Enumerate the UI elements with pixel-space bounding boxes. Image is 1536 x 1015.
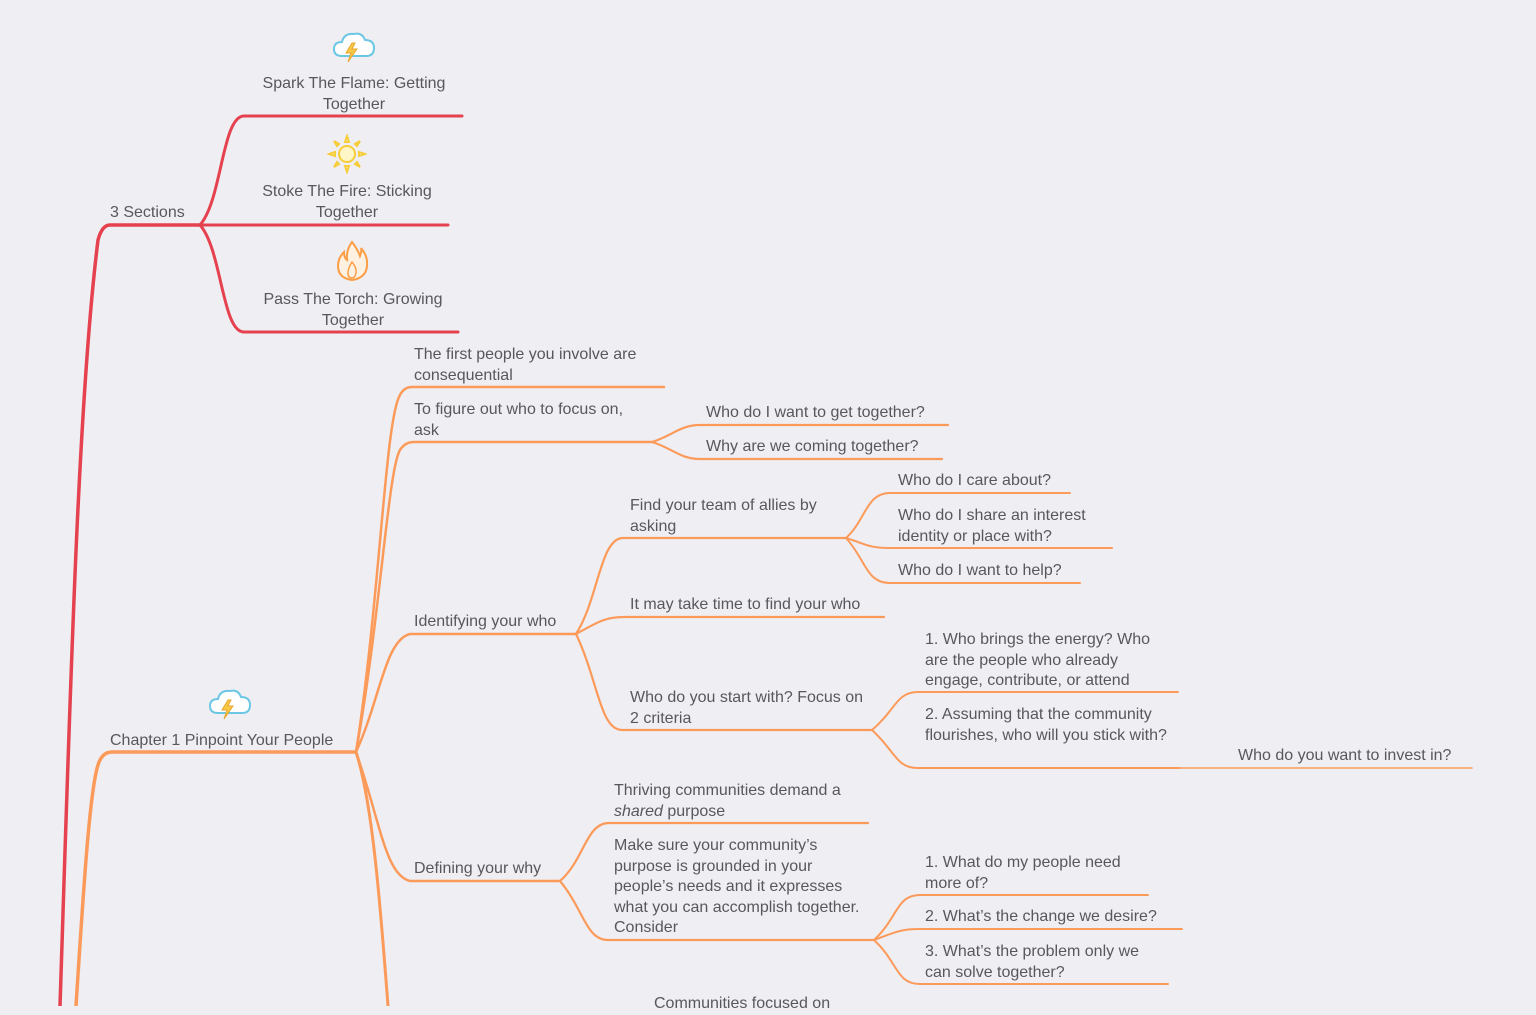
node-why-c2[interactable]: 2. What’s the change we desire? bbox=[925, 908, 1157, 925]
connector-allies-q2 bbox=[845, 537, 1113, 549]
node-start-c2[interactable]: 2. Assuming that the community flourishe… bbox=[925, 706, 1167, 744]
node-stoke-the-fire[interactable]: Stoke The Fire: Sticking Together bbox=[262, 183, 432, 221]
node-invest[interactable]: Who do you want to invest in? bbox=[1238, 747, 1452, 764]
connector-fo-q1 bbox=[650, 423, 950, 444]
thriving-text-a: Thriving communities demand a bbox=[614, 782, 841, 799]
connector-start-c1 bbox=[871, 691, 1179, 731]
node-identifying[interactable]: Identifying your who bbox=[414, 613, 557, 630]
sun-icon bbox=[327, 134, 367, 174]
connector-thriving bbox=[558, 821, 870, 883]
thriving-text-b: purpose bbox=[667, 802, 726, 820]
node-allies[interactable]: Find your team of allies by asking bbox=[630, 497, 817, 535]
node-fo-q2[interactable]: Why are we coming together? bbox=[706, 438, 919, 455]
node-bottom-partial[interactable]: Communities focused on bbox=[654, 995, 831, 1012]
node-why-c3[interactable]: 3. What’s the problem only we can solve … bbox=[925, 943, 1140, 981]
node-chapter-1[interactable]: Chapter 1 Pinpoint Your People bbox=[110, 732, 334, 749]
connector-why bbox=[354, 750, 562, 883]
connector-first-people bbox=[354, 385, 666, 754]
node-figure-out[interactable]: To figure out who to focus on, ask bbox=[414, 401, 624, 439]
connector-spark bbox=[198, 114, 464, 227]
connector-figure-out bbox=[354, 440, 654, 754]
node-make-sure[interactable]: Make sure your community’s purpose is gr… bbox=[614, 837, 860, 936]
connector-time bbox=[574, 615, 886, 636]
node-why[interactable]: Defining your why bbox=[414, 860, 542, 877]
node-start[interactable]: Who do you start with? Focus on 2 criter… bbox=[630, 689, 863, 727]
node-allies-q3[interactable]: Who do I want to help? bbox=[898, 562, 1062, 579]
connector-start-c2 bbox=[871, 729, 1181, 769]
node-allies-q1[interactable]: Who do I care about? bbox=[898, 472, 1051, 489]
node-start-c1[interactable]: 1. Who brings the energy? Who are the pe… bbox=[925, 631, 1151, 689]
node-allies-q2[interactable]: Who do I share an interest identity or p… bbox=[898, 507, 1086, 545]
connector-chapter1-down bbox=[354, 750, 390, 1006]
node-time[interactable]: It may take time to find your who bbox=[630, 596, 861, 613]
storm-cloud-icon bbox=[332, 32, 376, 63]
connector-make-sure bbox=[558, 879, 876, 942]
node-spark-the-flame[interactable]: Spark The Flame: Getting Together bbox=[262, 75, 446, 113]
connector-why-c1 bbox=[873, 894, 1149, 941]
node-first-people[interactable]: The first people you involve are consequ… bbox=[414, 346, 637, 384]
storm-cloud-icon bbox=[208, 689, 252, 720]
connector-root-chapter1 bbox=[74, 750, 358, 1006]
connector-allies-q1 bbox=[845, 492, 1071, 539]
connector-allies bbox=[574, 536, 848, 636]
connector-root-sections bbox=[58, 223, 202, 1006]
connector-identifying bbox=[354, 632, 578, 754]
node-thriving[interactable]: Thriving communities demand a shared pur… bbox=[614, 781, 870, 822]
connector-fo-q2 bbox=[650, 440, 944, 461]
node-fo-q1[interactable]: Who do I want to get together? bbox=[706, 404, 925, 421]
connector-why-c3 bbox=[873, 939, 1169, 985]
fire-icon bbox=[336, 240, 369, 282]
connector-start bbox=[574, 632, 874, 732]
connector-pass bbox=[198, 223, 460, 334]
node-pass-the-torch[interactable]: Pass The Torch: Growing Together bbox=[263, 291, 443, 329]
connector-allies-q3 bbox=[845, 537, 1081, 584]
thriving-text-em: shared bbox=[614, 802, 663, 820]
node-why-c1[interactable]: 1. What do my people need more of? bbox=[925, 854, 1121, 892]
connector-why-c2 bbox=[873, 928, 1183, 941]
node-3-sections[interactable]: 3 Sections bbox=[110, 204, 185, 221]
